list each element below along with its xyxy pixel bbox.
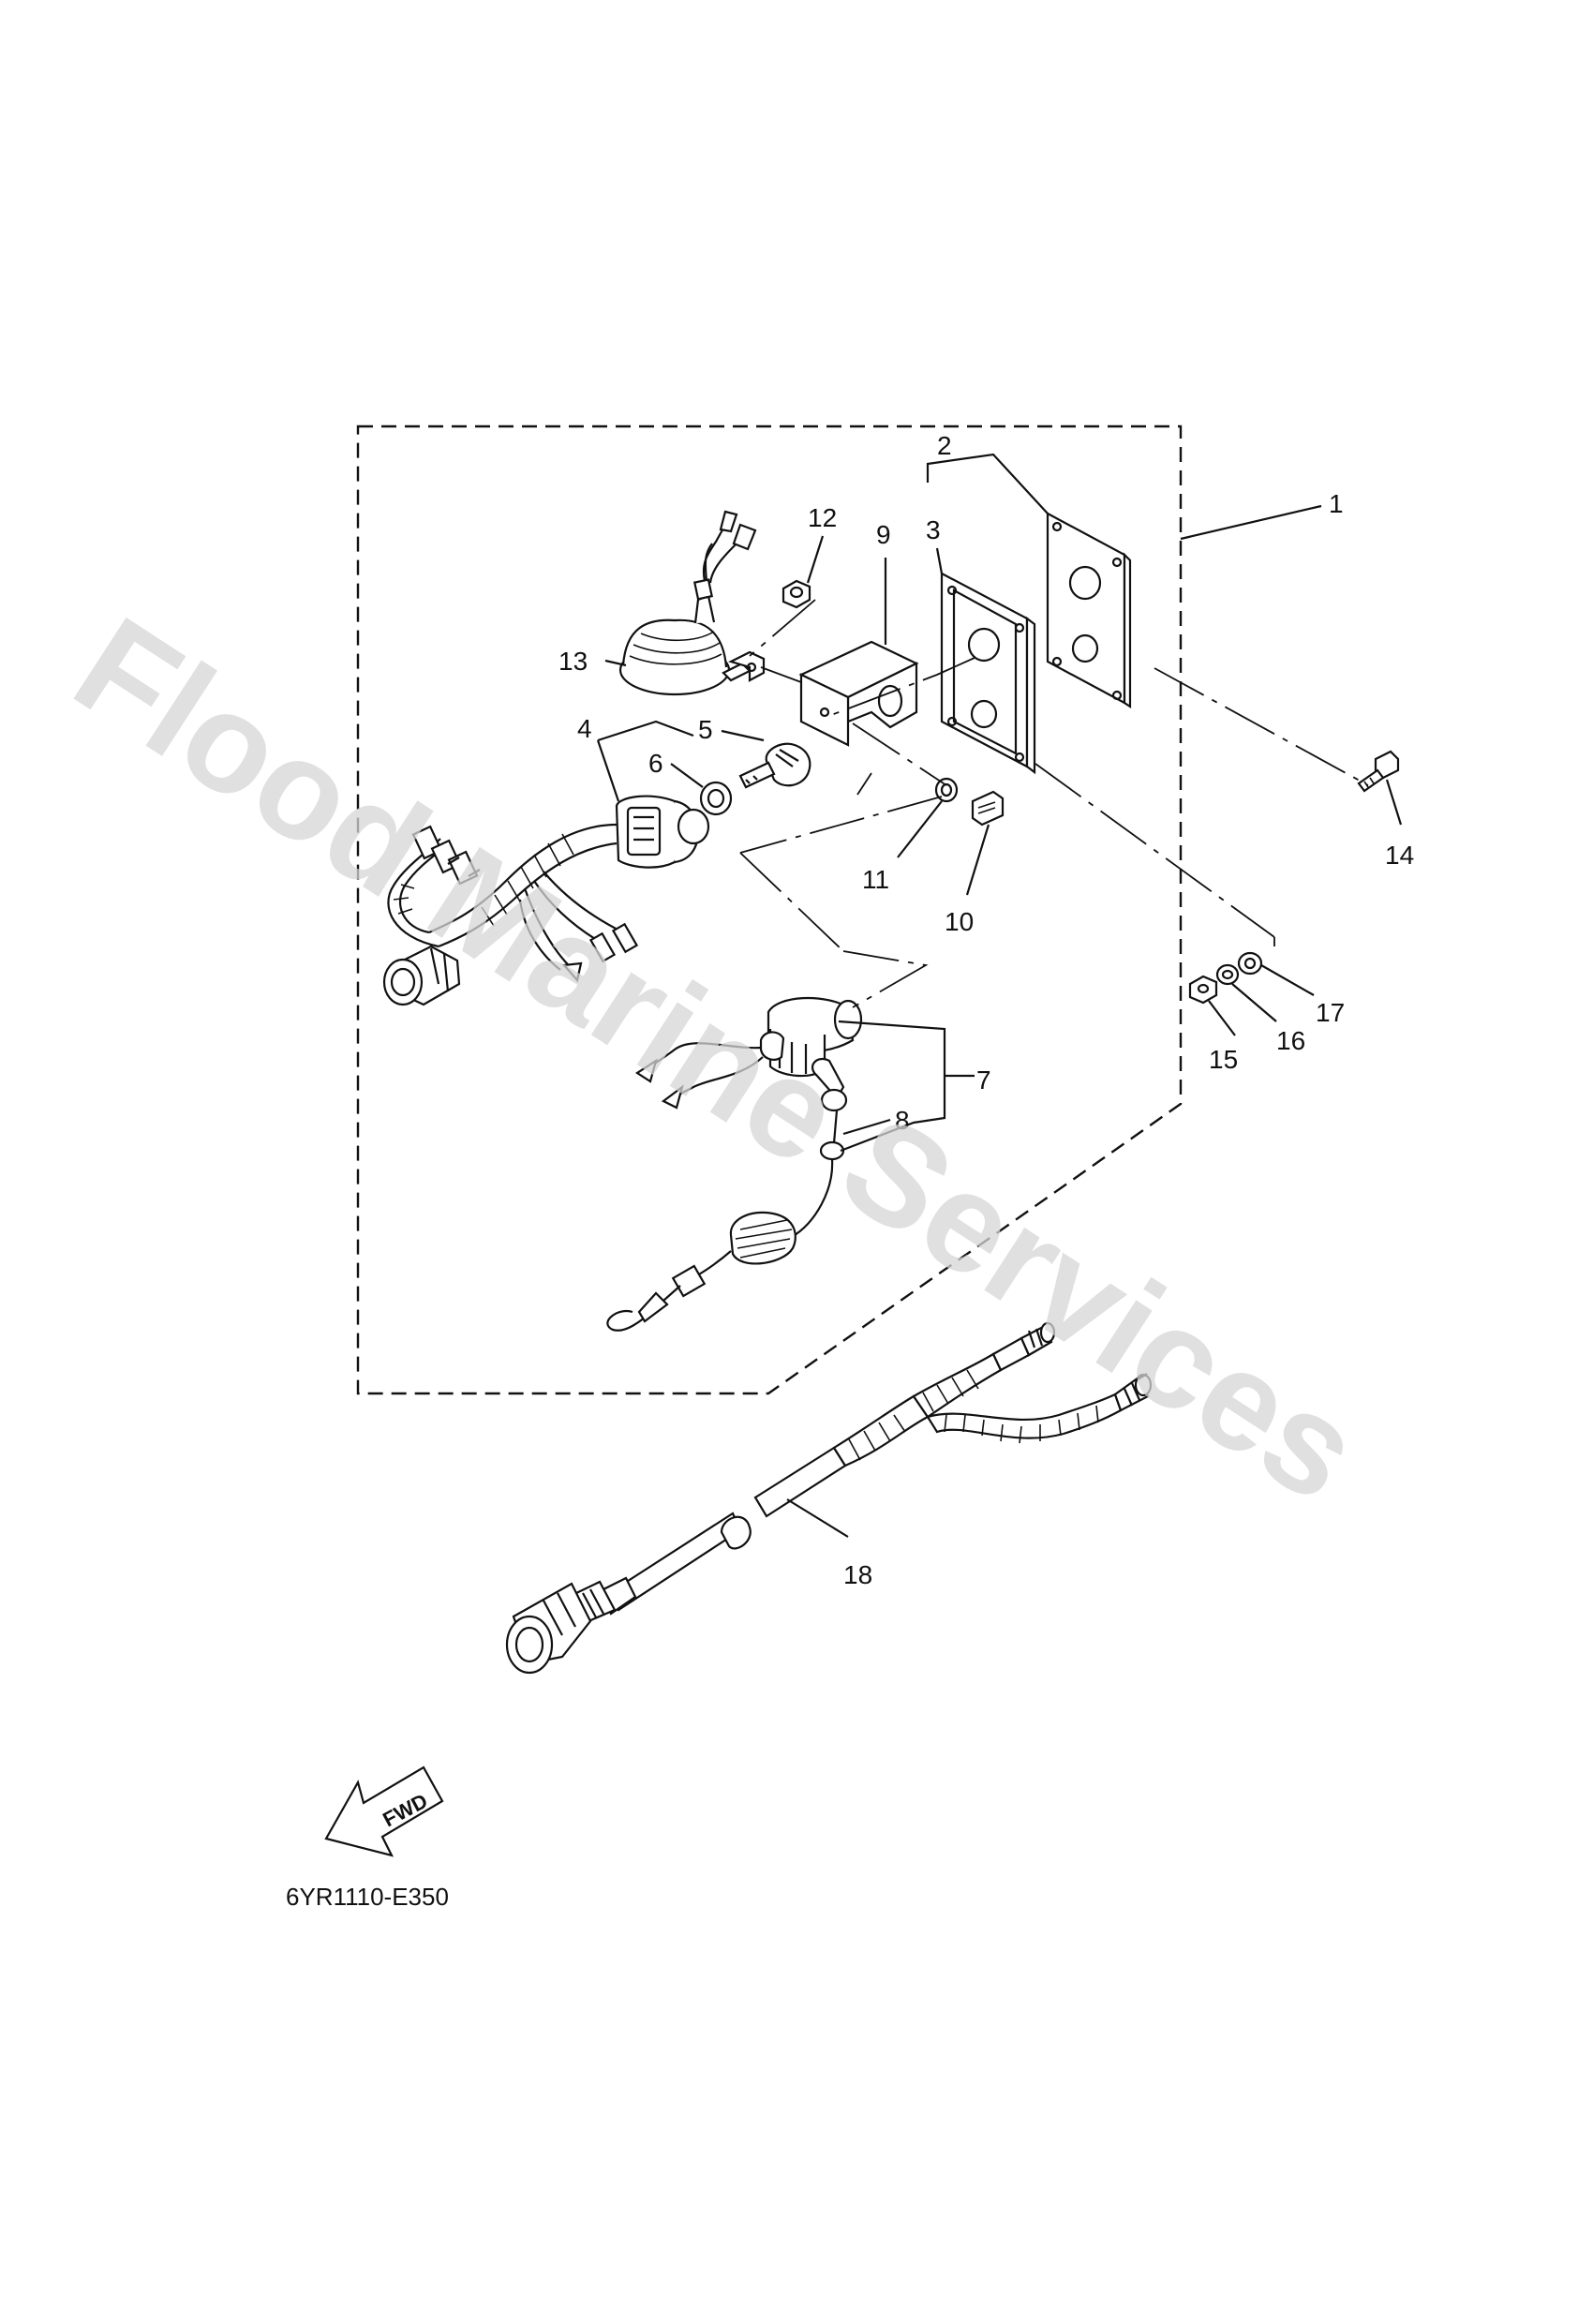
callout-1: 1	[1329, 489, 1344, 518]
washer-6	[699, 781, 733, 816]
callout-17: 17	[1316, 998, 1345, 1027]
lanyard	[606, 1058, 848, 1332]
callout-3: 3	[926, 515, 941, 544]
washer-17	[1237, 951, 1263, 976]
callout-9: 9	[876, 520, 891, 549]
choke-switch	[618, 510, 766, 696]
nut-15	[1188, 975, 1218, 1005]
extension-harness	[505, 1321, 1153, 1675]
washer-11	[934, 777, 959, 803]
mounting-bracket	[798, 640, 919, 747]
drawing-code: 6YR1110-E350	[286, 1883, 449, 1911]
assembly-boundary	[356, 425, 1183, 1395]
callout-12: 12	[808, 503, 837, 532]
washer-16	[1215, 963, 1240, 986]
callout-18: 18	[843, 1560, 872, 1589]
ignition-key	[738, 742, 811, 789]
callout-11: 11	[862, 865, 889, 894]
stop-switch	[634, 996, 863, 1110]
outer-panel-plate	[1046, 512, 1132, 709]
callout-16: 16	[1276, 1026, 1305, 1055]
gasket-plate	[940, 572, 1036, 775]
callout-15: 15	[1209, 1045, 1238, 1074]
callout-labels: 1 2 3 4 5 6 7 8 9 10 11 12 13 14 15 16 1…	[558, 431, 1414, 1589]
switch-harness	[382, 823, 639, 1006]
screw-14	[1357, 750, 1400, 793]
nut-12	[782, 579, 811, 609]
watermark: Flood Marine Services	[50, 587, 1387, 1531]
leader-lines	[596, 453, 1403, 1538]
assembly-axis-lines	[739, 599, 1369, 1008]
main-switch	[615, 795, 710, 869]
callout-2: 2	[937, 431, 952, 460]
callout-14: 14	[1385, 841, 1414, 870]
bolt-10	[971, 790, 1005, 827]
callout-13: 13	[558, 647, 588, 676]
callout-8: 8	[895, 1106, 910, 1135]
callout-7: 7	[976, 1065, 991, 1095]
callout-4: 4	[577, 714, 592, 743]
callout-6: 6	[648, 749, 663, 778]
forward-direction-icon: FWD	[324, 1765, 444, 1857]
callout-5: 5	[698, 715, 713, 744]
callout-10: 10	[945, 907, 974, 936]
